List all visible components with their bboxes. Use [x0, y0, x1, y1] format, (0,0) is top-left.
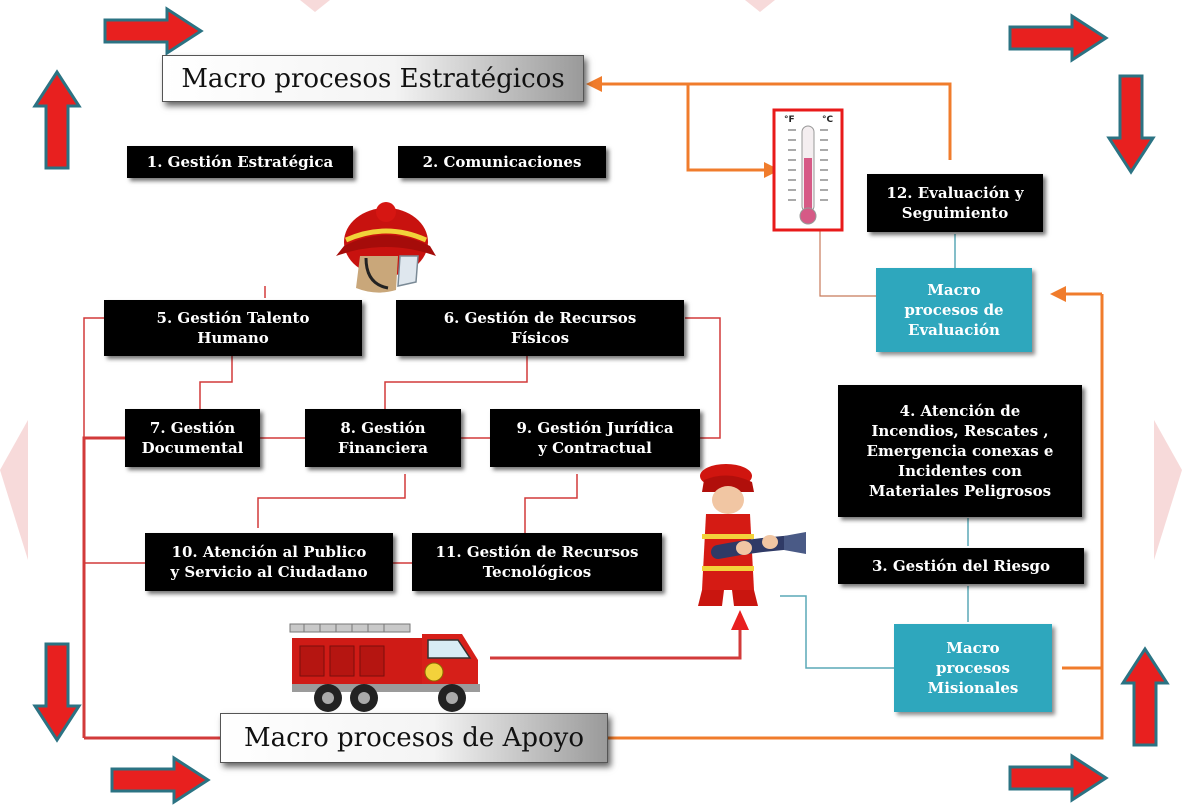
corner-arrow-icon: [110, 756, 210, 804]
process-10-atencion-publico: 10. Atención al Publico y Servicio al Ci…: [145, 533, 393, 591]
arrowhead: [764, 162, 780, 178]
corner-arrow-icon: [1008, 14, 1108, 62]
firefighter-helmet-icon: [336, 202, 436, 293]
firefighter-hose-icon: [698, 464, 806, 606]
corner-arrow-icon: [1121, 647, 1169, 747]
corner-arrow-icon: [1008, 754, 1108, 802]
macro-misionales: Macro procesos Misionales: [894, 624, 1052, 712]
fire-truck-icon: [289, 623, 480, 712]
svg-text:°F: °F: [784, 115, 795, 125]
process-9-juridica-contractual: 9. Gestión Jurídica y Contractual: [490, 409, 700, 467]
thermometer-icon: °F °C: [772, 108, 844, 232]
watermark: [0, 0, 1182, 560]
process-7-gestion-documental: 7. Gestión Documental: [125, 409, 260, 467]
process-11-recursos-tecnologicos: 11. Gestión de Recursos Tecnológicos: [412, 533, 662, 591]
corner-arrow-icon: [103, 7, 203, 55]
process-12-evaluacion: 12. Evaluación y Seguimiento: [867, 174, 1043, 232]
svg-text:°C: °C: [822, 115, 834, 125]
corner-arrow-icon: [1107, 74, 1155, 174]
process-4-atencion-incendios: 4. Atención de Incendios, Rescates , Eme…: [838, 385, 1082, 517]
arrowhead: [586, 76, 602, 92]
macro-apoyo: Macro procesos de Apoyo: [220, 713, 608, 763]
teal-connectors: [780, 234, 969, 669]
macro-evaluacion: Macro procesos de Evaluación: [876, 268, 1032, 352]
process-5-talento-humano: 5. Gestión Talento Humano: [104, 300, 362, 356]
process-1-gestion-estrategica: 1. Gestión Estratégica: [127, 146, 353, 178]
corner-arrow-icon: [33, 642, 81, 742]
process-6-recursos-fisicos: 6. Gestión de Recursos Físicos: [396, 300, 684, 356]
macro-estrategicos: Macro procesos Estratégicos: [162, 55, 584, 102]
orange-connectors: [595, 82, 1104, 740]
process-8-gestion-financiera: 8. Gestión Financiera: [305, 409, 461, 467]
arrowhead: [1050, 286, 1066, 302]
process-3-gestion-riesgo: 3. Gestión del Riesgo: [838, 548, 1084, 584]
process-2-comunicaciones: 2. Comunicaciones: [398, 146, 606, 178]
corner-arrow-icon: [33, 70, 81, 170]
